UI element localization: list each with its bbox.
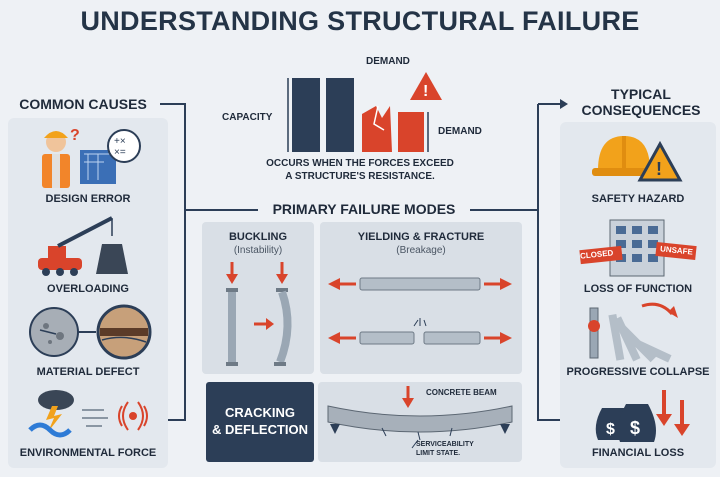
caption-line-2: A STRUCTURE'S RESISTANCE.: [285, 171, 435, 182]
crane-load-icon: [38, 216, 128, 276]
modes-heading: PRIMARY FAILURE MODES: [272, 201, 456, 217]
buckling-columns-graphic: [226, 262, 292, 366]
engineer-blueprint-icon: ? +× ×=: [42, 127, 141, 188]
money-bags-icon: $ $: [595, 390, 690, 442]
consequence-progressive-collapse: PROGRESSIVE COLLAPSE: [566, 366, 710, 378]
concrete-beam-graphic: [327, 386, 513, 449]
limit-state-line-2: LIMIT STATE.: [416, 450, 461, 457]
caption-line-1: OCCURS WHEN THE FORCES EXCEED: [266, 158, 454, 169]
demand-top-label: DEMAND: [366, 56, 410, 67]
cracking-label-box: [206, 382, 314, 462]
buckling-subtitle: (Instability): [233, 245, 283, 256]
cracking-title-1: CRACKING: [224, 405, 296, 420]
modes-heading-bg: [258, 199, 470, 221]
concrete-beam-label: CONCRETE BEAM: [426, 388, 497, 397]
cause-environmental-force: ENVIRONMENTAL FORCE: [19, 447, 157, 459]
yielding-card: [320, 222, 522, 374]
consequence-financial-loss: FINANCIAL LOSS: [591, 447, 685, 459]
hardhat-warning-icon: !: [592, 136, 683, 182]
svg-text:?: ?: [70, 127, 80, 144]
svg-text:+×: +×: [114, 136, 126, 147]
demand-side-label: DEMAND: [438, 126, 482, 137]
magnified-defect-icon: [29, 304, 152, 360]
svg-text:!: !: [423, 83, 428, 100]
closed-building-icon: [579, 219, 697, 277]
buckling-title: BUCKLING: [228, 231, 288, 243]
svg-text:$: $: [630, 418, 640, 438]
yielding-bars-graphic: [328, 277, 512, 345]
consequence-safety-hazard: SAFETY HAZARD: [591, 193, 685, 205]
common-causes-heading: COMMON CAUSES: [19, 96, 147, 112]
storm-wave-icon: [28, 390, 148, 438]
yielding-title: YIELDING & FRACTURE: [357, 231, 485, 243]
page-title: UNDERSTANDING STRUCTURAL FAILURE: [80, 6, 640, 36]
capacity-label: CAPACITY: [222, 112, 273, 123]
domino-collapse-icon: [588, 302, 678, 363]
cracking-title-2: & DEFLECTION: [211, 422, 309, 437]
consequences-heading-1: TYPICAL: [611, 86, 671, 102]
svg-text:$: $: [606, 421, 615, 438]
svg-text:!: !: [656, 159, 662, 179]
consequence-loss-of-function: LOSS OF FUNCTION: [583, 283, 693, 295]
cause-material-defect: MATERIAL DEFECT: [36, 366, 140, 378]
limit-state-line-1: SERVICEABILITY: [416, 441, 474, 448]
capacity-demand-graphic: !: [287, 72, 442, 152]
buckling-card: [202, 222, 314, 374]
consequences-heading-2: CONSEQUENCES: [581, 102, 701, 118]
cause-overloading: OVERLOADING: [47, 283, 129, 295]
cause-design-error: DESIGN ERROR: [45, 193, 131, 205]
svg-text:×=: ×=: [114, 147, 126, 158]
yielding-subtitle: (Breakage): [396, 245, 446, 256]
